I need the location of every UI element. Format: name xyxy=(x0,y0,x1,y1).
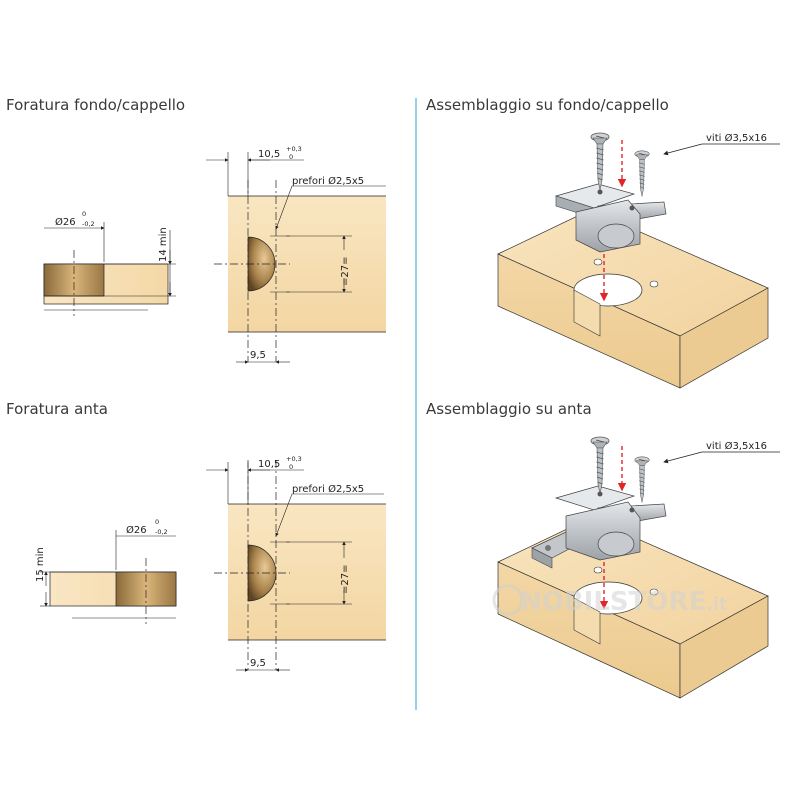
front-board-base xyxy=(206,152,386,364)
front-board-door xyxy=(206,460,386,672)
callout-screws-door: viti Ø3,5x16 xyxy=(706,440,767,452)
side-profile-base xyxy=(43,222,176,316)
watermark-logo: NOBILSTORE .it xyxy=(492,584,728,617)
dim-hole-offset-tol-upper-base: +0,3 xyxy=(286,145,302,153)
watermark-brand: NOBILSTORE xyxy=(520,587,706,617)
side-profile-door xyxy=(40,530,177,624)
dim-pilot-holes-base: prefori Ø2,5x5 xyxy=(292,175,364,187)
assembly-door-illustration xyxy=(497,436,780,699)
callout-screws-base: viti Ø3,5x16 xyxy=(706,132,767,144)
dim-spacing-door: =27= xyxy=(340,565,351,594)
dim-diameter-tol-upper-base: 0 xyxy=(82,210,86,218)
dim-hole-offset-tol-lower-base: 0 xyxy=(289,153,293,161)
title-assembly-base: Assemblaggio su fondo/cappello xyxy=(426,96,669,114)
dim-min-depth-door: 15 min xyxy=(35,547,46,582)
dim-diameter-tol-lower-door: -0,2 xyxy=(155,528,168,536)
dim-diameter-tol-upper-door: 0 xyxy=(155,518,159,526)
dim-spacing-base: =27= xyxy=(340,257,351,286)
watermark-suffix: .it xyxy=(706,594,728,615)
title-drilling-base: Foratura fondo/cappello xyxy=(6,96,185,114)
title-drilling-door: Foratura anta xyxy=(6,400,108,418)
dim-pilot-holes-door: prefori Ø2,5x5 xyxy=(292,483,364,495)
dim-center-distance-base: 9,5 xyxy=(250,350,266,361)
dim-diameter-door: Ø26 xyxy=(126,524,147,536)
dim-hole-offset-tol-upper-door: +0,3 xyxy=(286,455,302,463)
title-assembly-door: Assemblaggio su anta xyxy=(426,400,592,418)
dim-hole-offset-base: 10,5 xyxy=(258,149,280,160)
dim-diameter-tol-lower-base: -0,2 xyxy=(82,220,95,228)
dim-hole-offset-door: 10,5 xyxy=(258,459,280,470)
dim-min-depth-base: 14 min xyxy=(158,227,169,262)
assembly-base-illustration xyxy=(497,132,780,389)
dim-hole-offset-tol-lower-door: 0 xyxy=(289,463,293,471)
dim-center-distance-door: 9,5 xyxy=(250,658,266,669)
dim-diameter-base: Ø26 xyxy=(55,216,76,228)
